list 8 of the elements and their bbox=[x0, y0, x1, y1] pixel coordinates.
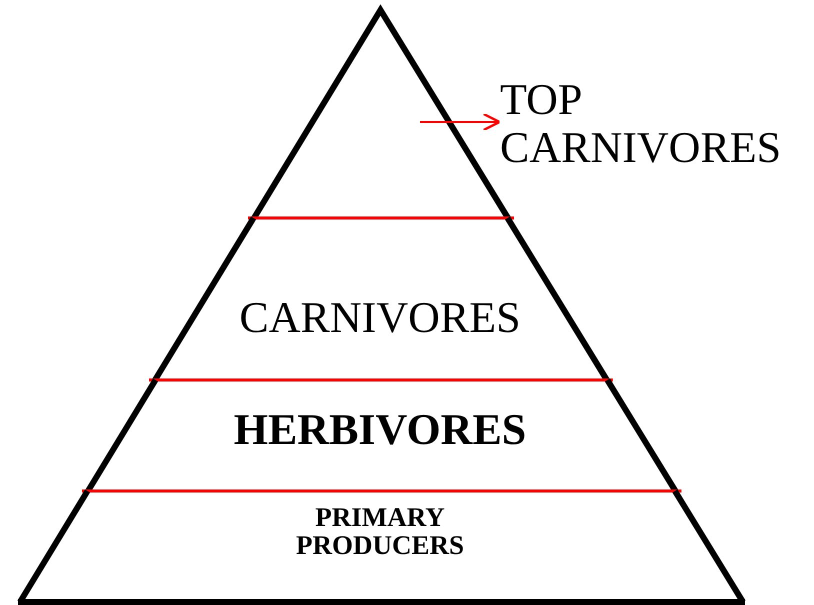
trophic-level-label: TOP CARNIVORES bbox=[500, 76, 810, 173]
pyramid-tier bbox=[18, 488, 745, 605]
pyramid-tier bbox=[149, 215, 613, 383]
pyramid-tier bbox=[82, 377, 681, 494]
tier-label: CARNIVORES bbox=[238, 295, 522, 342]
tier-label: HERBIVORES bbox=[232, 407, 528, 454]
tier-label: PRIMARY PRODUCERS bbox=[294, 503, 465, 560]
arrow bbox=[420, 112, 501, 132]
